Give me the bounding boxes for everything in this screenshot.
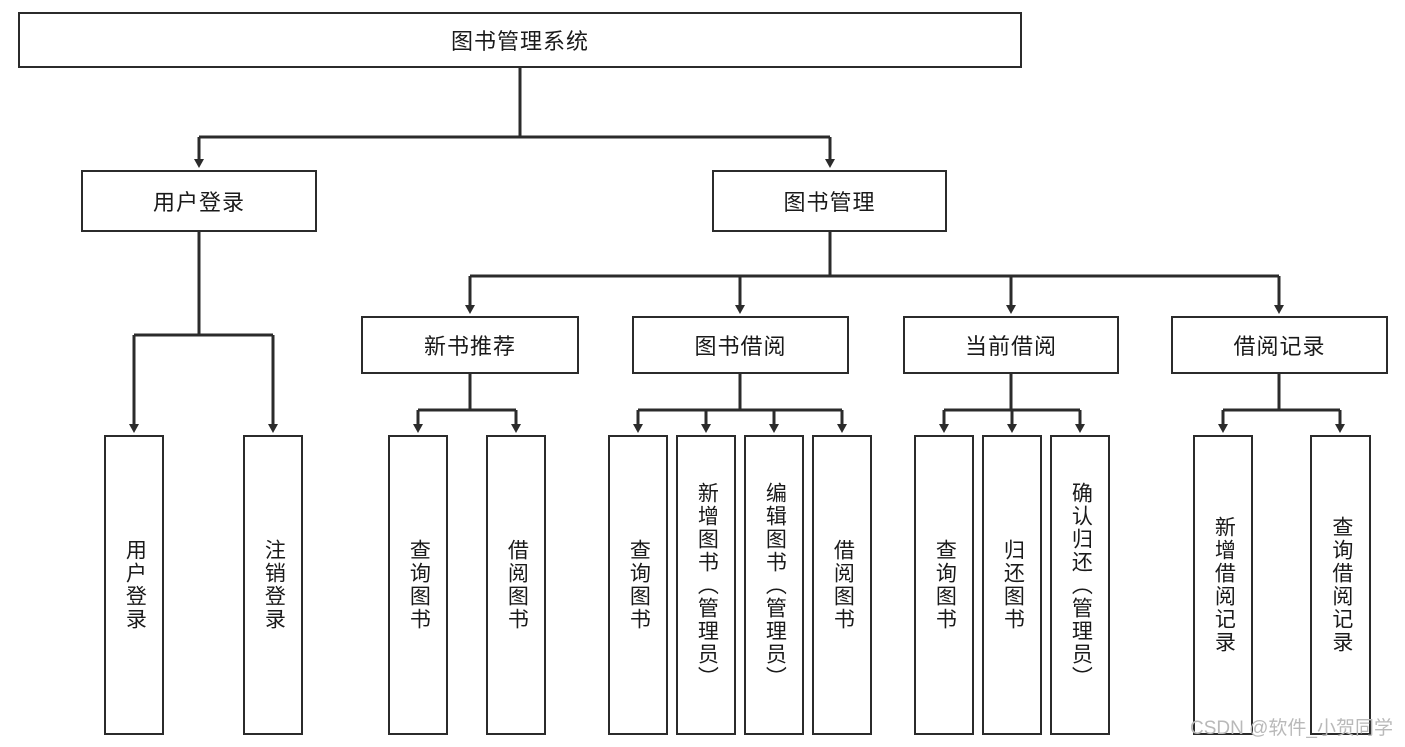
node-leaf-query-book-rec[interactable]: 查询图书 [388,435,448,735]
node-leaf-borrow-book-rec-label: 借阅图书 [505,539,529,631]
node-leaf-query-book-borrow[interactable]: 查询图书 [608,435,668,735]
node-leaf-query-book-cur-label: 查询图书 [933,539,957,631]
node-leaf-add-book[interactable]: 新增图书（管理员） [676,435,736,735]
node-leaf-user-login-label: 用户登录 [123,539,147,631]
node-user-login-label: 用户登录 [152,190,245,215]
node-current-borrow-label: 当前借阅 [964,334,1057,359]
node-root-label: 图书管理系统 [450,29,589,54]
node-leaf-edit-book[interactable]: 编辑图书（管理员） [744,435,804,735]
node-leaf-query-book-borrow-label: 查询图书 [627,539,651,631]
node-leaf-borrow-book[interactable]: 借阅图书 [812,435,872,735]
node-leaf-edit-book-label: 编辑图书（管理员） [763,481,787,689]
node-leaf-user-login[interactable]: 用户登录 [104,435,164,735]
node-leaf-logout-label: 注销登录 [262,539,286,631]
node-book-manage-label: 图书管理 [783,190,876,215]
node-new-book-rec[interactable]: 新书推荐 [361,316,579,374]
node-leaf-logout[interactable]: 注销登录 [243,435,303,735]
node-leaf-borrow-book-label: 借阅图书 [831,539,855,631]
node-borrow-record[interactable]: 借阅记录 [1171,316,1388,374]
node-leaf-return-book-label: 归还图书 [1001,539,1025,631]
node-leaf-add-book-label: 新增图书（管理员） [695,481,719,689]
node-root[interactable]: 图书管理系统 [18,12,1022,68]
node-leaf-query-record-label: 查询借阅记录 [1329,516,1353,654]
node-leaf-query-record[interactable]: 查询借阅记录 [1310,435,1371,735]
node-leaf-borrow-book-rec[interactable]: 借阅图书 [486,435,546,735]
node-current-borrow[interactable]: 当前借阅 [903,316,1119,374]
node-leaf-query-book-rec-label: 查询图书 [407,539,431,631]
node-book-manage[interactable]: 图书管理 [712,170,947,232]
node-new-book-rec-label: 新书推荐 [423,334,516,359]
node-user-login[interactable]: 用户登录 [81,170,317,232]
node-book-borrow[interactable]: 图书借阅 [632,316,849,374]
node-leaf-add-record-label: 新增借阅记录 [1212,516,1236,654]
node-book-borrow-label: 图书借阅 [694,334,787,359]
watermark-text: CSDN @软件_小贺同学 [1190,718,1393,739]
node-leaf-query-book-cur[interactable]: 查询图书 [914,435,974,735]
node-leaf-add-record[interactable]: 新增借阅记录 [1193,435,1253,735]
node-leaf-confirm-return[interactable]: 确认归还（管理员） [1050,435,1110,735]
node-leaf-confirm-return-label: 确认归还（管理员） [1069,481,1093,689]
node-leaf-return-book[interactable]: 归还图书 [982,435,1042,735]
node-borrow-record-label: 借阅记录 [1233,334,1326,359]
